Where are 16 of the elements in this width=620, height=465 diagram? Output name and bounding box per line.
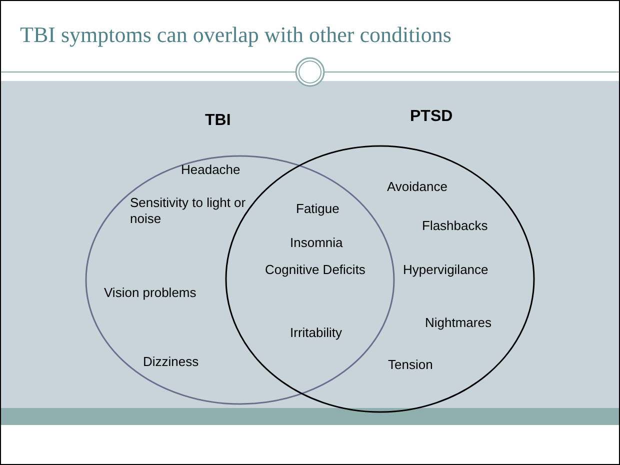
symptom-label: Tension xyxy=(388,357,433,373)
symptom-label: Fatigue xyxy=(296,201,340,217)
symptom-label: Dizziness xyxy=(143,354,199,370)
circle-heading: PTSD xyxy=(410,108,453,126)
symptom-label: Cognitive Deficits xyxy=(265,262,366,278)
symptom-label: Vision problems xyxy=(104,285,196,301)
slide-title: TBI symptoms can overlap with other conditions xyxy=(20,22,452,48)
symptom-label: Nightmares xyxy=(425,315,492,331)
symptom-label: Insomnia xyxy=(290,235,343,251)
symptom-label: Irritability xyxy=(290,325,342,341)
circle-heading: TBI xyxy=(205,112,231,130)
symptom-label: Avoidance xyxy=(387,179,448,195)
symptom-label: Flashbacks xyxy=(422,218,488,234)
symptom-label: Sensitivity to light or noise xyxy=(130,195,247,227)
symptom-label: Hypervigilance xyxy=(403,262,488,278)
symptom-label: Headache xyxy=(181,162,240,178)
